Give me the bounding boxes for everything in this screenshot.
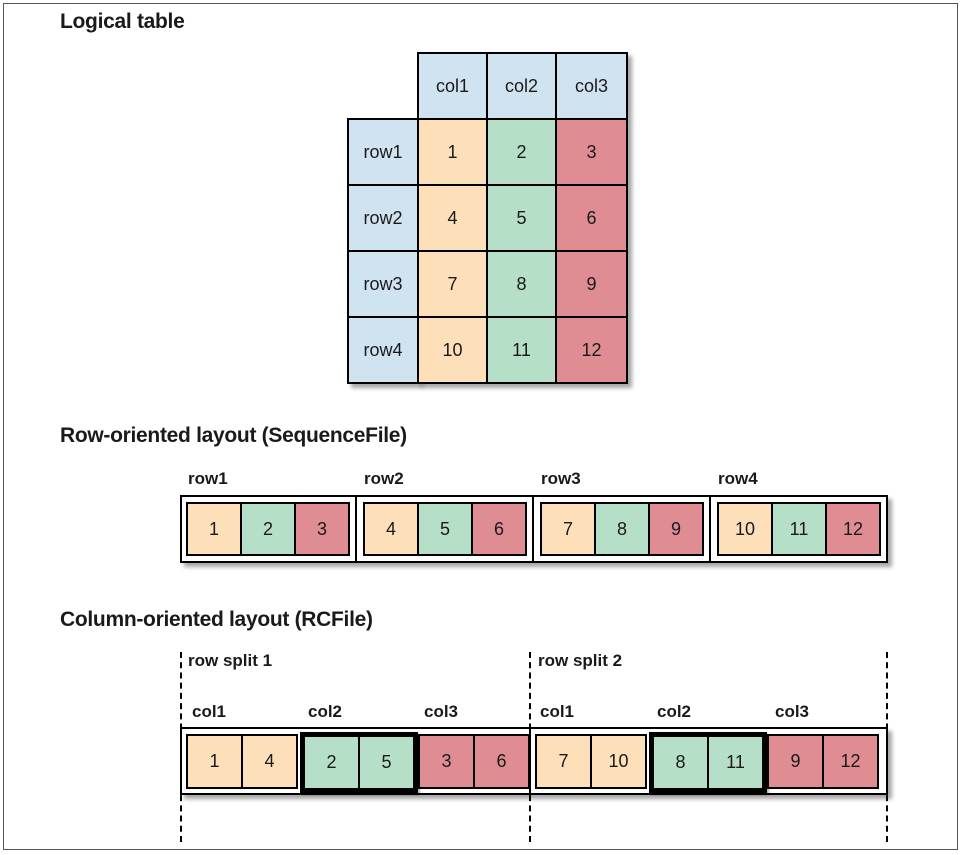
- row-group-row2: 4 5 6: [363, 502, 527, 556]
- row-layout-title: Row-oriented layout (SequenceFile): [60, 424, 407, 447]
- row-header-row4: row4: [347, 316, 419, 384]
- column-group-col1: 1 4: [186, 734, 298, 789]
- column-cell: 10: [590, 734, 647, 789]
- diagram-frame: [3, 3, 958, 850]
- row-cell: 11: [771, 502, 827, 556]
- column-cell: 11: [707, 735, 764, 790]
- column-header-col2: col2: [486, 52, 557, 120]
- column-cell: 5: [358, 735, 415, 790]
- row-group-divider: [532, 495, 534, 563]
- column-group-label-col3: col3: [775, 702, 810, 721]
- column-cell: 9: [767, 734, 824, 789]
- table-cell: 4: [417, 184, 488, 252]
- row-cell: 12: [825, 502, 881, 556]
- column-cell: 8: [652, 735, 709, 790]
- row-header-row2: row2: [347, 184, 419, 252]
- row-group-row3: 7 8 9: [540, 502, 704, 556]
- column-group-label-col1: col1: [540, 702, 575, 721]
- table-cell: 1: [417, 118, 488, 186]
- column-cell: 2: [303, 735, 360, 790]
- table-cell: 7: [417, 250, 488, 318]
- row-cell: 1: [186, 502, 242, 556]
- row-group-label-row4: row4: [718, 469, 758, 488]
- row-cell: 2: [240, 502, 296, 556]
- column-group-col2: 2 5: [300, 732, 418, 793]
- row-cell: 6: [471, 502, 527, 556]
- row-group-label-row2: row2: [364, 469, 404, 488]
- column-group-label-col2: col2: [657, 702, 692, 721]
- row-group-row1: 1 2 3: [186, 502, 350, 556]
- row-group-label-row1: row1: [188, 469, 228, 488]
- column-cell: 12: [822, 734, 879, 789]
- table-cell: 2: [486, 118, 557, 186]
- table-cell: 9: [555, 250, 628, 318]
- row-group-divider: [709, 495, 711, 563]
- row-split-label-2: row split 2: [538, 651, 623, 670]
- column-cell: 4: [241, 734, 298, 789]
- row-group-label-row3: row3: [541, 469, 581, 488]
- column-group-label-col2: col2: [308, 702, 343, 721]
- table-cell: 8: [486, 250, 557, 318]
- split-divider: [529, 727, 531, 795]
- row-cell: 5: [417, 502, 473, 556]
- row-group-divider: [355, 495, 357, 563]
- column-cell: 7: [535, 734, 592, 789]
- logical-table-title: Logical table: [60, 10, 185, 33]
- table-cell: 12: [555, 316, 628, 384]
- table-cell: 6: [555, 184, 628, 252]
- column-group-col3: 9 12: [767, 734, 879, 789]
- column-layout-title: Column-oriented layout (RCFile): [60, 608, 373, 631]
- column-group-col3: 3 6: [418, 734, 530, 789]
- table-cell: 3: [555, 118, 628, 186]
- row-header-row3: row3: [347, 250, 419, 318]
- row-group-row4: 10 11 12: [717, 502, 881, 556]
- table-cell: 10: [417, 316, 488, 384]
- column-header-col3: col3: [555, 52, 628, 120]
- column-cell: 6: [473, 734, 530, 789]
- column-group-label-col3: col3: [424, 702, 459, 721]
- row-cell: 7: [540, 502, 596, 556]
- row-cell: 3: [294, 502, 350, 556]
- row-cell: 8: [594, 502, 650, 556]
- column-group-col2: 8 11: [649, 732, 767, 793]
- column-cell: 1: [186, 734, 243, 789]
- column-cell: 3: [418, 734, 475, 789]
- column-group-col1: 7 10: [535, 734, 647, 789]
- table-cell: 5: [486, 184, 557, 252]
- table-cell: 11: [486, 316, 557, 384]
- row-split-label-1: row split 1: [188, 651, 273, 670]
- row-cell: 9: [648, 502, 704, 556]
- row-header-row1: row1: [347, 118, 419, 186]
- row-cell: 10: [717, 502, 773, 556]
- column-group-label-col1: col1: [192, 702, 227, 721]
- row-cell: 4: [363, 502, 419, 556]
- column-header-col1: col1: [417, 52, 488, 120]
